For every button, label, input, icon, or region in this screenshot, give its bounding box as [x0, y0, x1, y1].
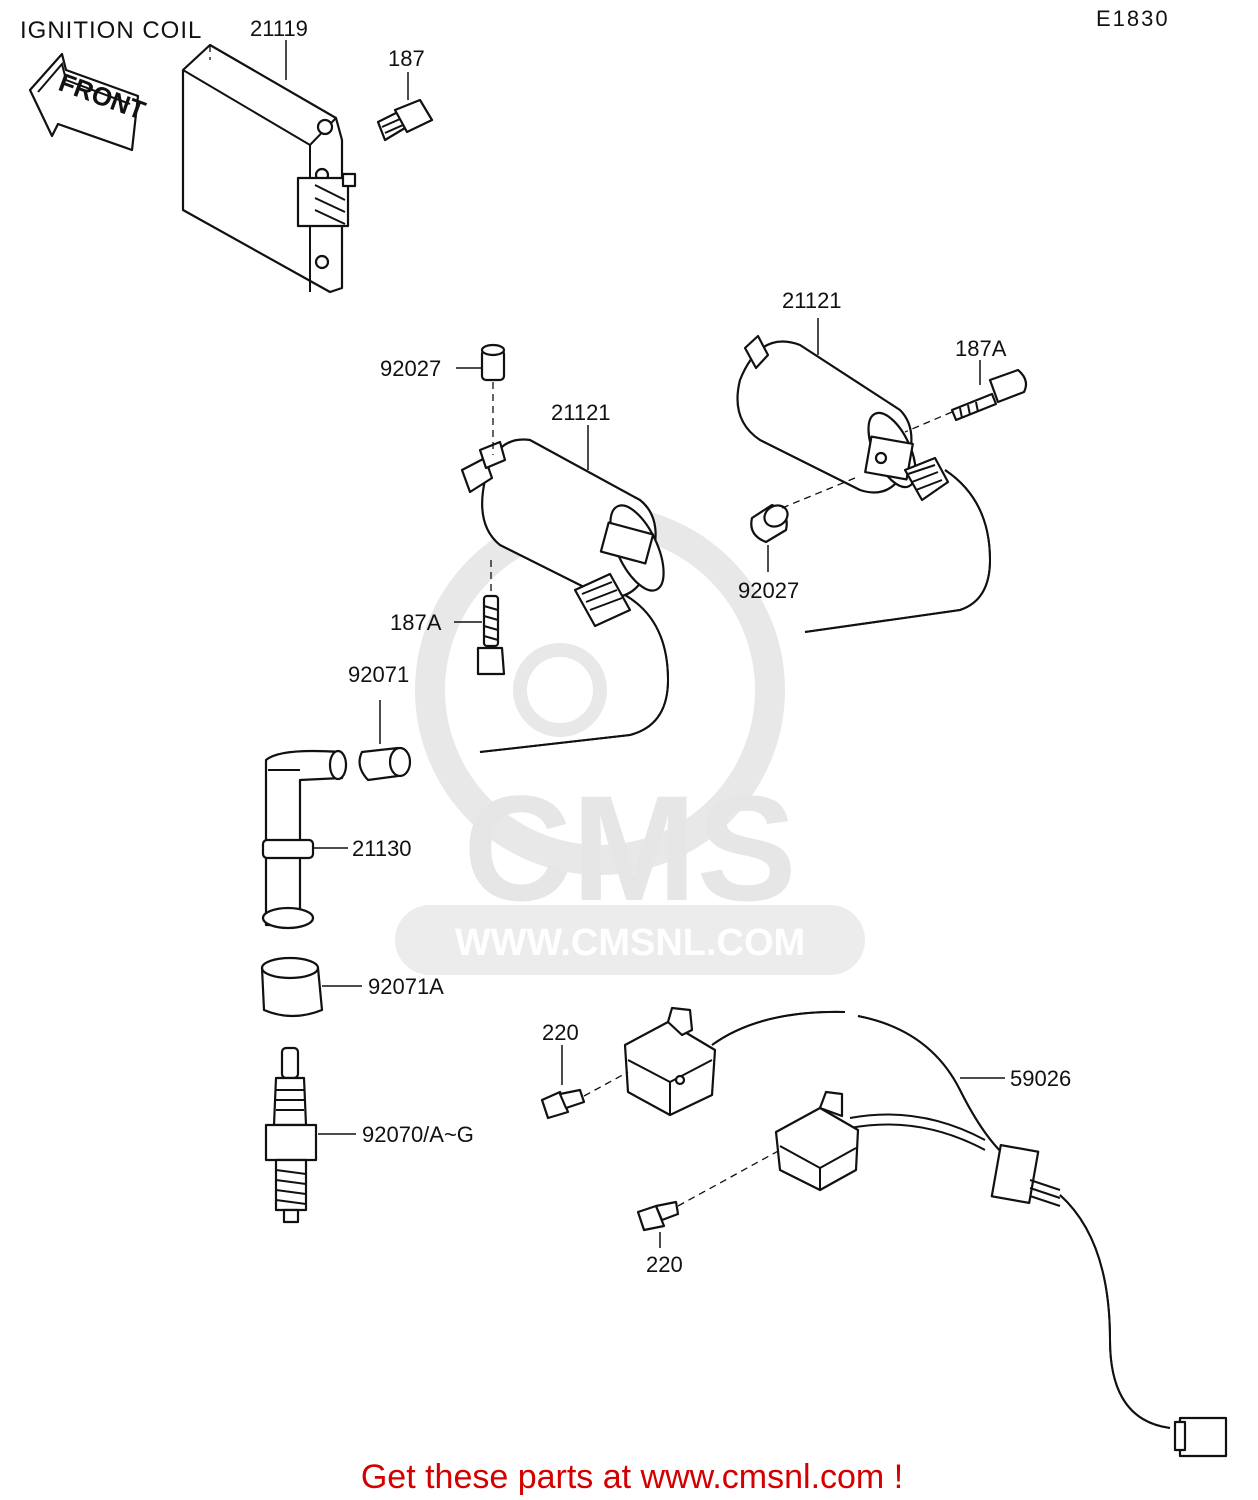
label-coil-right: 21121: [782, 288, 842, 313]
spark-plug: [264, 1046, 318, 1224]
diagram-title: IGNITION COIL: [20, 17, 202, 44]
coil-bolt-left: [476, 594, 506, 676]
ignition-coil-left: [460, 438, 670, 753]
watermark-url: WWW.CMSNL.COM: [455, 922, 805, 964]
plug-boot: [260, 956, 324, 1018]
cdi-screw: [376, 98, 434, 142]
cdi-unit: [181, 43, 357, 294]
watermark-logo: CMS: [463, 764, 796, 932]
watermark: CMS WWW.CMSNL.COM: [395, 505, 865, 975]
label-cdi-screw: 187: [388, 46, 425, 71]
label-cdi-unit: 21119: [250, 16, 308, 41]
coil-bolt-right: [950, 368, 1028, 422]
cap-left: [480, 343, 506, 382]
front-arrow-icon: FRONT: [28, 52, 149, 152]
plug-cap: [261, 749, 348, 930]
igniter-lower: [774, 1090, 860, 1192]
label-cap-left: 92027: [380, 356, 441, 381]
wire-harness: [711, 1010, 1228, 1458]
label-screw-lower: 220: [646, 1252, 683, 1277]
cap-right: [750, 503, 789, 544]
label-screw-upper: 220: [542, 1020, 579, 1045]
label-cap-right: 92027: [738, 578, 799, 603]
ignition-coil-right: [736, 334, 992, 633]
screw-upper: [540, 1088, 586, 1120]
screw-lower: [636, 1200, 680, 1232]
label-harness: 59026: [1010, 1066, 1071, 1091]
label-bolt-left: 187A: [390, 610, 442, 635]
label-seal: 92071: [348, 662, 409, 687]
label-coil-left: 21121: [551, 400, 611, 425]
seal: [358, 746, 412, 782]
label-bolt-right: 187A: [955, 336, 1007, 361]
label-plug-cap: 21130: [352, 836, 412, 861]
label-plug-boot: 92071A: [368, 974, 444, 999]
footer-link[interactable]: Get these parts at www.cmsnl.com !: [361, 1458, 903, 1496]
diagram-code: E1830: [1096, 6, 1170, 31]
label-spark-plug: 92070/A~G: [362, 1122, 474, 1147]
igniter-upper: [623, 1006, 717, 1117]
